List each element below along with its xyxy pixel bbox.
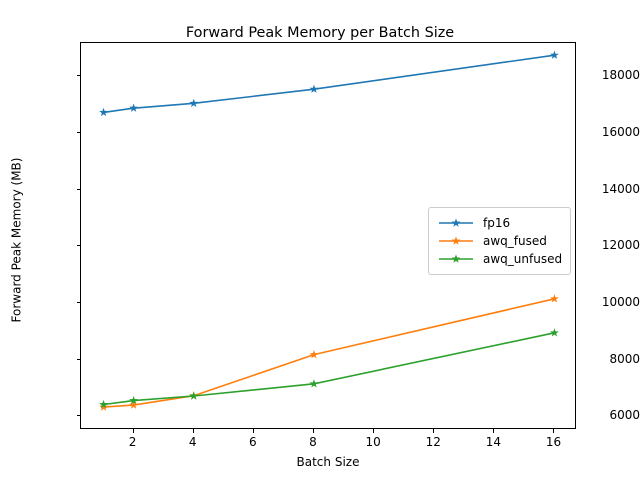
data-point-fp16-4 bbox=[189, 98, 199, 108]
x-tick-label-8: 8 bbox=[309, 435, 317, 449]
x-tick-label-4: 4 bbox=[188, 435, 197, 449]
series-line-fp16 bbox=[103, 54, 555, 114]
x-tick-mark-8 bbox=[312, 429, 314, 433]
legend-item-fp16: fp16 bbox=[437, 214, 562, 232]
data-point-awq_unfused-8 bbox=[309, 379, 319, 388]
y-tick-label-12000: 12000 bbox=[601, 238, 640, 253]
legend-item-awq-unfused: awq_unfused bbox=[437, 250, 562, 268]
y-tick-label-8000: 8000 bbox=[609, 351, 640, 366]
x-tick-mark-4 bbox=[192, 429, 194, 433]
y-tick-label-16000: 16000 bbox=[601, 125, 640, 140]
data-point-awq_unfused-2 bbox=[129, 395, 138, 405]
data-point-awq_unfused-1 bbox=[99, 399, 108, 409]
y-tick-mark-14000 bbox=[76, 188, 80, 190]
x-tick-mark-10 bbox=[373, 429, 375, 433]
x-axis-label: Batch Size bbox=[296, 455, 360, 469]
legend-label-fp16: fp16 bbox=[483, 216, 511, 230]
data-point-fp16-1 bbox=[99, 107, 108, 117]
y-tick-mark-10000 bbox=[76, 302, 80, 304]
x-tick-mark-2 bbox=[132, 429, 134, 433]
x-tick-label-16: 16 bbox=[545, 435, 562, 449]
y-tick-label-6000: 6000 bbox=[609, 408, 640, 423]
data-point-awq_unfused-4 bbox=[189, 391, 199, 400]
y-axis-label: Forward Peak Memory (MB) bbox=[6, 0, 26, 480]
x-tick-mark-6 bbox=[252, 429, 254, 433]
x-tick-label-6: 6 bbox=[249, 435, 257, 449]
y-tick-mark-18000 bbox=[76, 75, 80, 77]
x-tick-label-2: 2 bbox=[128, 435, 137, 449]
y-tick-mark-6000 bbox=[76, 415, 80, 417]
series-line-awq_unfused bbox=[103, 332, 555, 406]
data-point-awq_unfused-16 bbox=[550, 328, 559, 337]
plot-svg bbox=[99, 50, 559, 411]
x-tick-label-10: 10 bbox=[365, 435, 381, 449]
legend-label-awq-unfused: awq_unfused bbox=[483, 252, 563, 266]
x-tick-mark-12 bbox=[433, 429, 435, 433]
series-line-awq_fused bbox=[103, 298, 555, 408]
y-axis-label-text: Forward Peak Memory (MB) bbox=[9, 157, 24, 323]
y-tick-label-18000: 18000 bbox=[601, 68, 640, 83]
chart-legend: fp16 awq_fused awq_unfused bbox=[428, 207, 571, 275]
data-point-fp16-16 bbox=[550, 50, 559, 59]
data-point-awq_fused-8 bbox=[309, 350, 319, 359]
y-tick-mark-8000 bbox=[76, 358, 80, 360]
y-tick-mark-12000 bbox=[76, 245, 80, 247]
legend-swatch-fp16 bbox=[439, 218, 473, 227]
y-tick-label-10000: 10000 bbox=[601, 295, 640, 310]
x-tick-mark-14 bbox=[493, 429, 495, 433]
data-point-awq_fused-1 bbox=[99, 402, 108, 411]
legend-swatch-awq-fused bbox=[439, 236, 473, 245]
x-tick-label-12: 12 bbox=[425, 435, 441, 449]
x-tick-mark-16 bbox=[553, 429, 555, 433]
data-point-fp16-8 bbox=[309, 84, 319, 93]
data-point-awq_fused-16 bbox=[550, 294, 559, 303]
data-point-fp16-2 bbox=[129, 103, 138, 112]
chart-title: Forward Peak Memory per Batch Size bbox=[185, 25, 455, 41]
legend-item-awq-fused: awq_fused bbox=[437, 232, 562, 250]
y-tick-mark-16000 bbox=[76, 132, 80, 134]
data-point-awq_fused-2 bbox=[129, 400, 138, 409]
legend-label-awq-fused: awq_fused bbox=[483, 234, 547, 248]
x-tick-label-14: 14 bbox=[485, 435, 501, 449]
y-tick-label-14000: 14000 bbox=[601, 181, 640, 196]
legend-swatch-awq-unfused bbox=[439, 254, 473, 263]
